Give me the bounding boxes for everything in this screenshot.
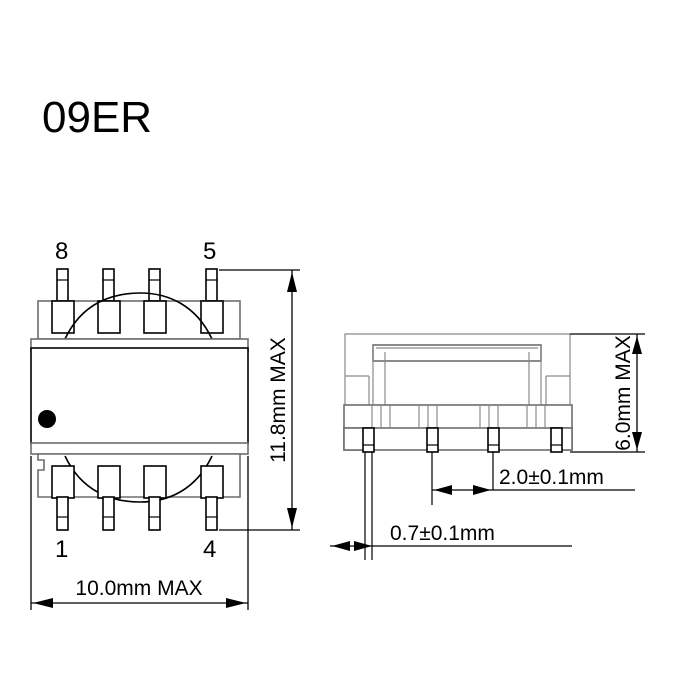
bottom-pin-lead-2 [102,496,115,531]
top-pin-socket-6 [143,300,167,334]
base-upper-plate [343,404,573,430]
pin-label-8: 8 [55,238,68,265]
pin-lead-2 [426,427,439,453]
width-arrow-right [226,598,246,608]
bottom-pin-socket-3 [143,465,167,499]
front-view-bottom-flange [37,453,241,503]
front-view-bottom-pins [56,496,218,531]
page-title: 09ER [42,93,152,142]
height-arrow-top [287,272,297,292]
pin-pitch-arrow-right [473,485,491,495]
side-height-arrow-bottom [632,432,642,450]
pin1-marker-dot [38,410,56,428]
pin-label-5: 5 [203,238,216,265]
bottom-pin-socket-1 [51,465,75,499]
height-dimension-label: 11.8mm MAX [267,337,290,463]
bottom-pin-lead-3 [148,496,161,531]
top-pin-socket-5 [200,300,224,334]
pin-pitch-dimension-label: 2.0±0.1mm [499,466,604,489]
pin-label-4: 4 [203,536,216,563]
bottom-core-arc [64,455,213,503]
pin-width-arrow-right [354,541,372,551]
pin-pitch-arrow-left [434,485,452,495]
side-view-group: 6.0mm MAX 2.0±0.1mm 0.7±0.1mm [330,333,645,560]
top-pin-lead-8 [56,268,69,302]
side-height-dimension-label: 6.0mm MAX [612,335,635,451]
top-pin-lead-6 [148,268,161,302]
side-view-core [344,333,571,411]
width-dimension-label: 10.0mm MAX [75,577,202,600]
top-pin-socket-8 [51,300,75,334]
front-view-width-dimension: 10.0mm MAX [30,456,249,610]
bottom-pin-lead-1 [56,496,69,531]
height-arrow-bottom [287,508,297,528]
front-view-top-pins [56,268,218,302]
body-bottom-band [30,442,249,455]
front-view-height-dimension: 11.8mm MAX [219,269,300,531]
pin-pitch-dimension: 2.0±0.1mm [432,466,635,495]
side-view-height-dimension: 6.0mm MAX [570,333,645,453]
pin-block-left [343,427,365,451]
bottom-pin-socket-2 [97,465,121,499]
side-height-arrow-top [632,336,642,354]
side-view-pins [343,427,573,560]
width-arrow-left [33,598,53,608]
pin-width-arrow-left [332,541,350,551]
top-pin-socket-7 [97,300,121,334]
base-lower-plate [343,427,573,451]
front-view-group: 1 4 8 5 11.8mm MAX [30,238,300,610]
front-view-body [30,338,249,455]
pin-width-dimension: 0.7±0.1mm [330,522,572,551]
pin-label-1: 1 [55,536,68,563]
pin-lead-right [550,427,563,453]
front-view-top-flange [37,292,241,340]
pin-lead-left [362,427,375,453]
top-pin-lead-5 [205,268,218,302]
bottom-pin-socket-4 [200,465,224,499]
side-view-base [343,404,573,451]
pin-lead-3 [487,427,500,453]
pin-width-dimension-label: 0.7±0.1mm [390,522,495,545]
body-main [30,347,249,445]
top-core-arc [64,292,213,340]
bottom-pin-lead-4 [205,496,218,531]
